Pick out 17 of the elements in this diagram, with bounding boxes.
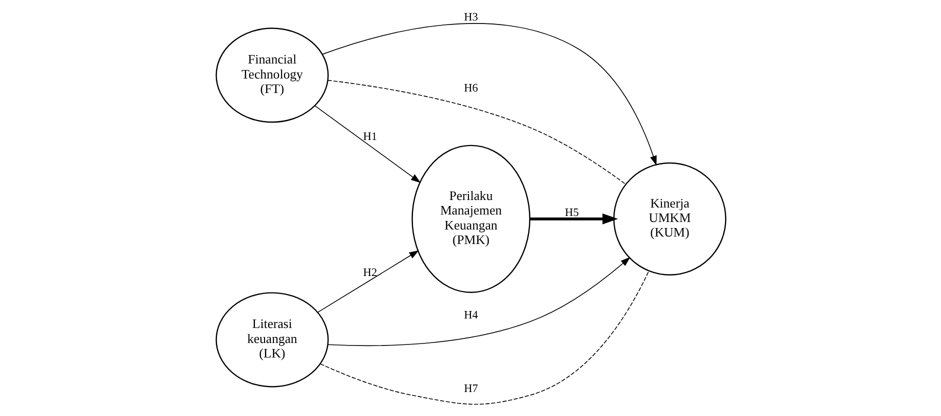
edge-label: H7 (464, 383, 478, 396)
arrow (314, 105, 420, 183)
arrow (327, 256, 630, 346)
node-ellipse: Financial Technology (FT) (215, 28, 328, 123)
node-ellipse: Literasi keuangan (LK) (215, 292, 328, 388)
connector (326, 80, 626, 185)
edge-label: H6 (464, 82, 478, 95)
edge-label: H3 (464, 12, 478, 24)
edge-label: H5 (564, 206, 578, 219)
edge-label: H2 (362, 267, 377, 280)
arrow (316, 250, 418, 313)
connector (319, 270, 649, 405)
edge-label: H1 (362, 130, 377, 143)
arrow (321, 23, 656, 166)
edge-label: H4 (464, 310, 478, 322)
arrow (529, 213, 618, 224)
node-circle: Kinerja UMKM (KUM) (612, 162, 726, 276)
